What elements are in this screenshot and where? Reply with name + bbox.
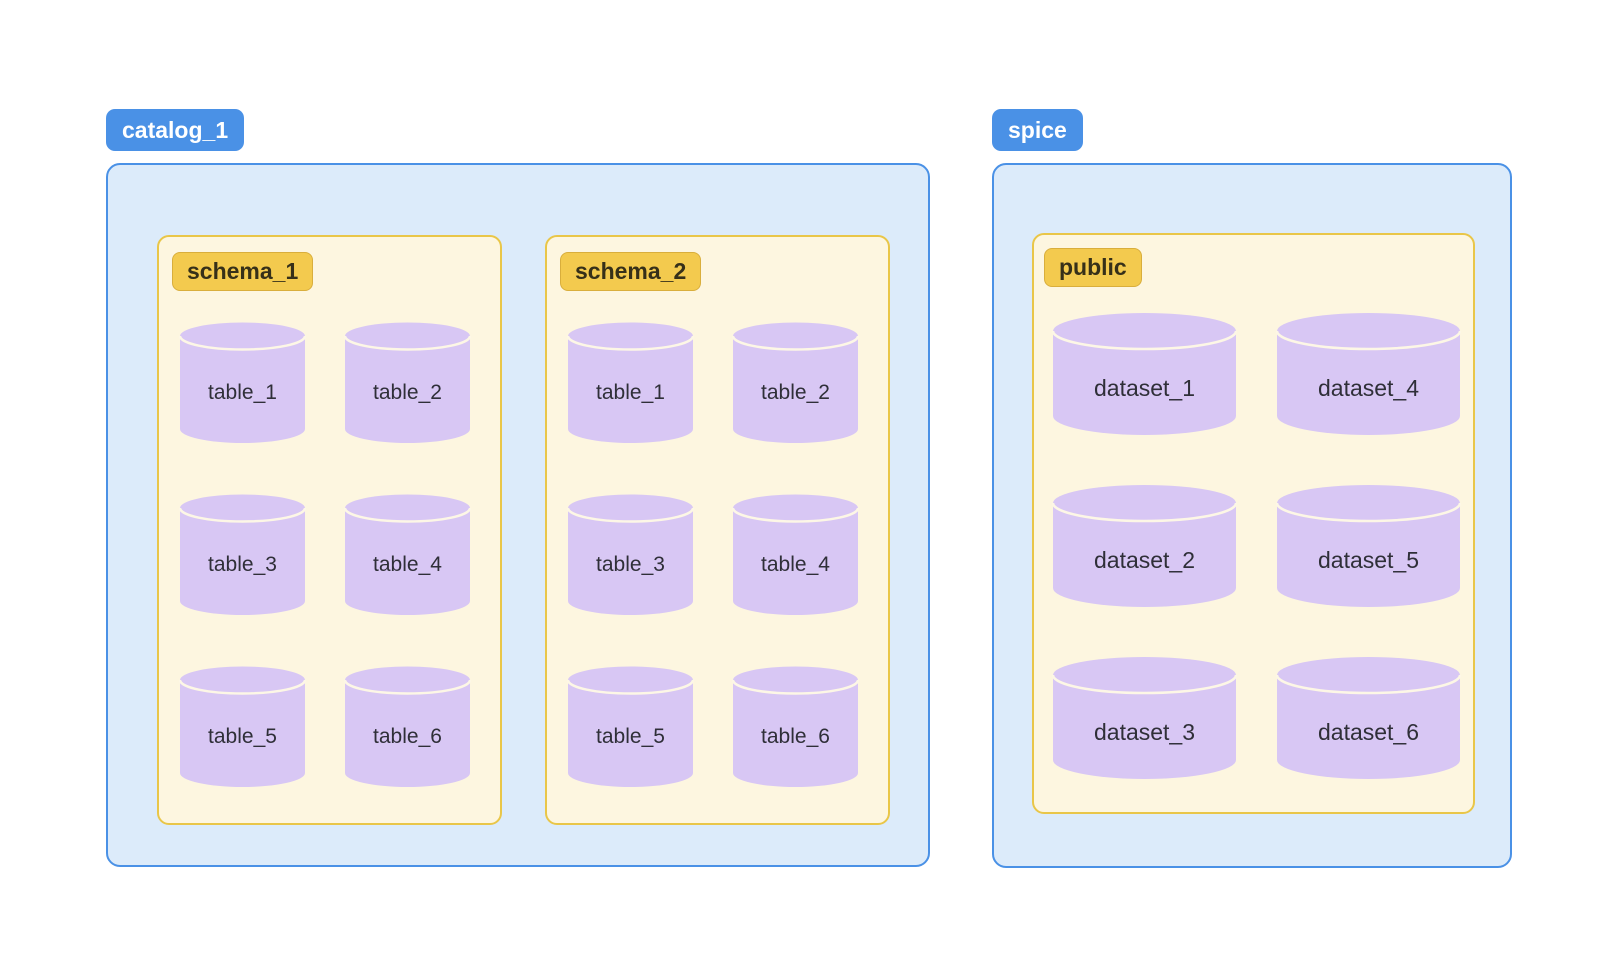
database-cylinder-icon [1276,485,1461,607]
table-node: table_3 [567,494,694,616]
table-label: table_6 [761,724,830,748]
table-node: table_5 [567,666,694,788]
table-label: table_3 [596,552,665,576]
catalog-badge: spice [992,109,1083,151]
dataset-node: dataset_6 [1276,656,1461,780]
database-cylinder-icon [344,666,471,787]
table-label: table_4 [373,552,442,576]
schema-1-table-grid: table_1 table_2 [179,322,471,788]
table-label: table_4 [761,552,830,576]
table-node: table_4 [732,494,859,616]
database-cylinder-icon [1276,657,1461,779]
dataset-label: dataset_5 [1317,547,1420,573]
table-node: table_4 [344,494,471,616]
schema-badge: schema_1 [172,252,314,291]
database-cylinder-icon [732,494,859,615]
dataset-label: dataset_1 [1093,375,1196,401]
table-node: table_1 [179,322,306,444]
table-label: table_3 [208,552,277,576]
database-cylinder-icon [179,322,306,443]
database-cylinder-icon [344,494,471,615]
dataset-node: dataset_5 [1276,484,1461,608]
database-cylinder-icon [567,322,694,443]
schema-badge: schema_2 [560,252,702,291]
database-cylinder-icon [1052,657,1237,779]
dataset-node: dataset_4 [1276,312,1461,436]
dataset-node: dataset_1 [1052,312,1237,436]
table-node: table_2 [344,322,471,444]
dataset-label: dataset_4 [1317,375,1420,401]
table-node: table_5 [179,666,306,788]
catalog-badge: catalog_1 [106,109,245,151]
table-label: table_1 [208,380,277,404]
table-node: table_1 [567,322,694,444]
database-cylinder-icon [732,666,859,787]
spice-group: spice public dataset_1 [992,109,1512,868]
schema-badge: public [1044,248,1142,287]
table-node: table_3 [179,494,306,616]
schema-2-box: schema_2 table_1 [545,235,890,825]
public-dataset-grid: dataset_1 dataset_2 [1052,312,1461,780]
dataset-node: dataset_2 [1052,484,1237,608]
database-cylinder-icon [567,494,694,615]
table-label: table_5 [596,724,665,748]
table-node: table_6 [732,666,859,788]
table-label: table_2 [761,380,830,404]
table-label: table_5 [208,724,277,748]
schema-1-box: schema_1 table_1 [157,235,502,825]
catalog-container: schema_1 table_1 [106,163,930,867]
database-cylinder-icon [179,494,306,615]
database-cylinder-icon [1052,313,1237,435]
database-cylinder-icon [732,322,859,443]
dataset-node: dataset_3 [1052,656,1237,780]
dataset-label: dataset_2 [1093,547,1196,573]
public-schema-box: public dataset_1 [1032,233,1475,814]
database-cylinder-icon [1276,313,1461,435]
catalog-1-group: catalog_1 schema_1 table_1 [106,109,930,867]
table-label: table_1 [596,380,665,404]
catalog-container: public dataset_1 [992,163,1512,868]
table-node: table_2 [732,322,859,444]
table-label: table_6 [373,724,442,748]
table-node: table_6 [344,666,471,788]
database-cylinder-icon [1052,485,1237,607]
dataset-label: dataset_6 [1317,719,1420,745]
database-cylinder-icon [344,322,471,443]
dataset-label: dataset_3 [1093,719,1196,745]
database-cylinder-icon [179,666,306,787]
database-cylinder-icon [567,666,694,787]
schema-2-table-grid: table_1 table_2 [567,322,859,788]
table-label: table_2 [373,380,442,404]
